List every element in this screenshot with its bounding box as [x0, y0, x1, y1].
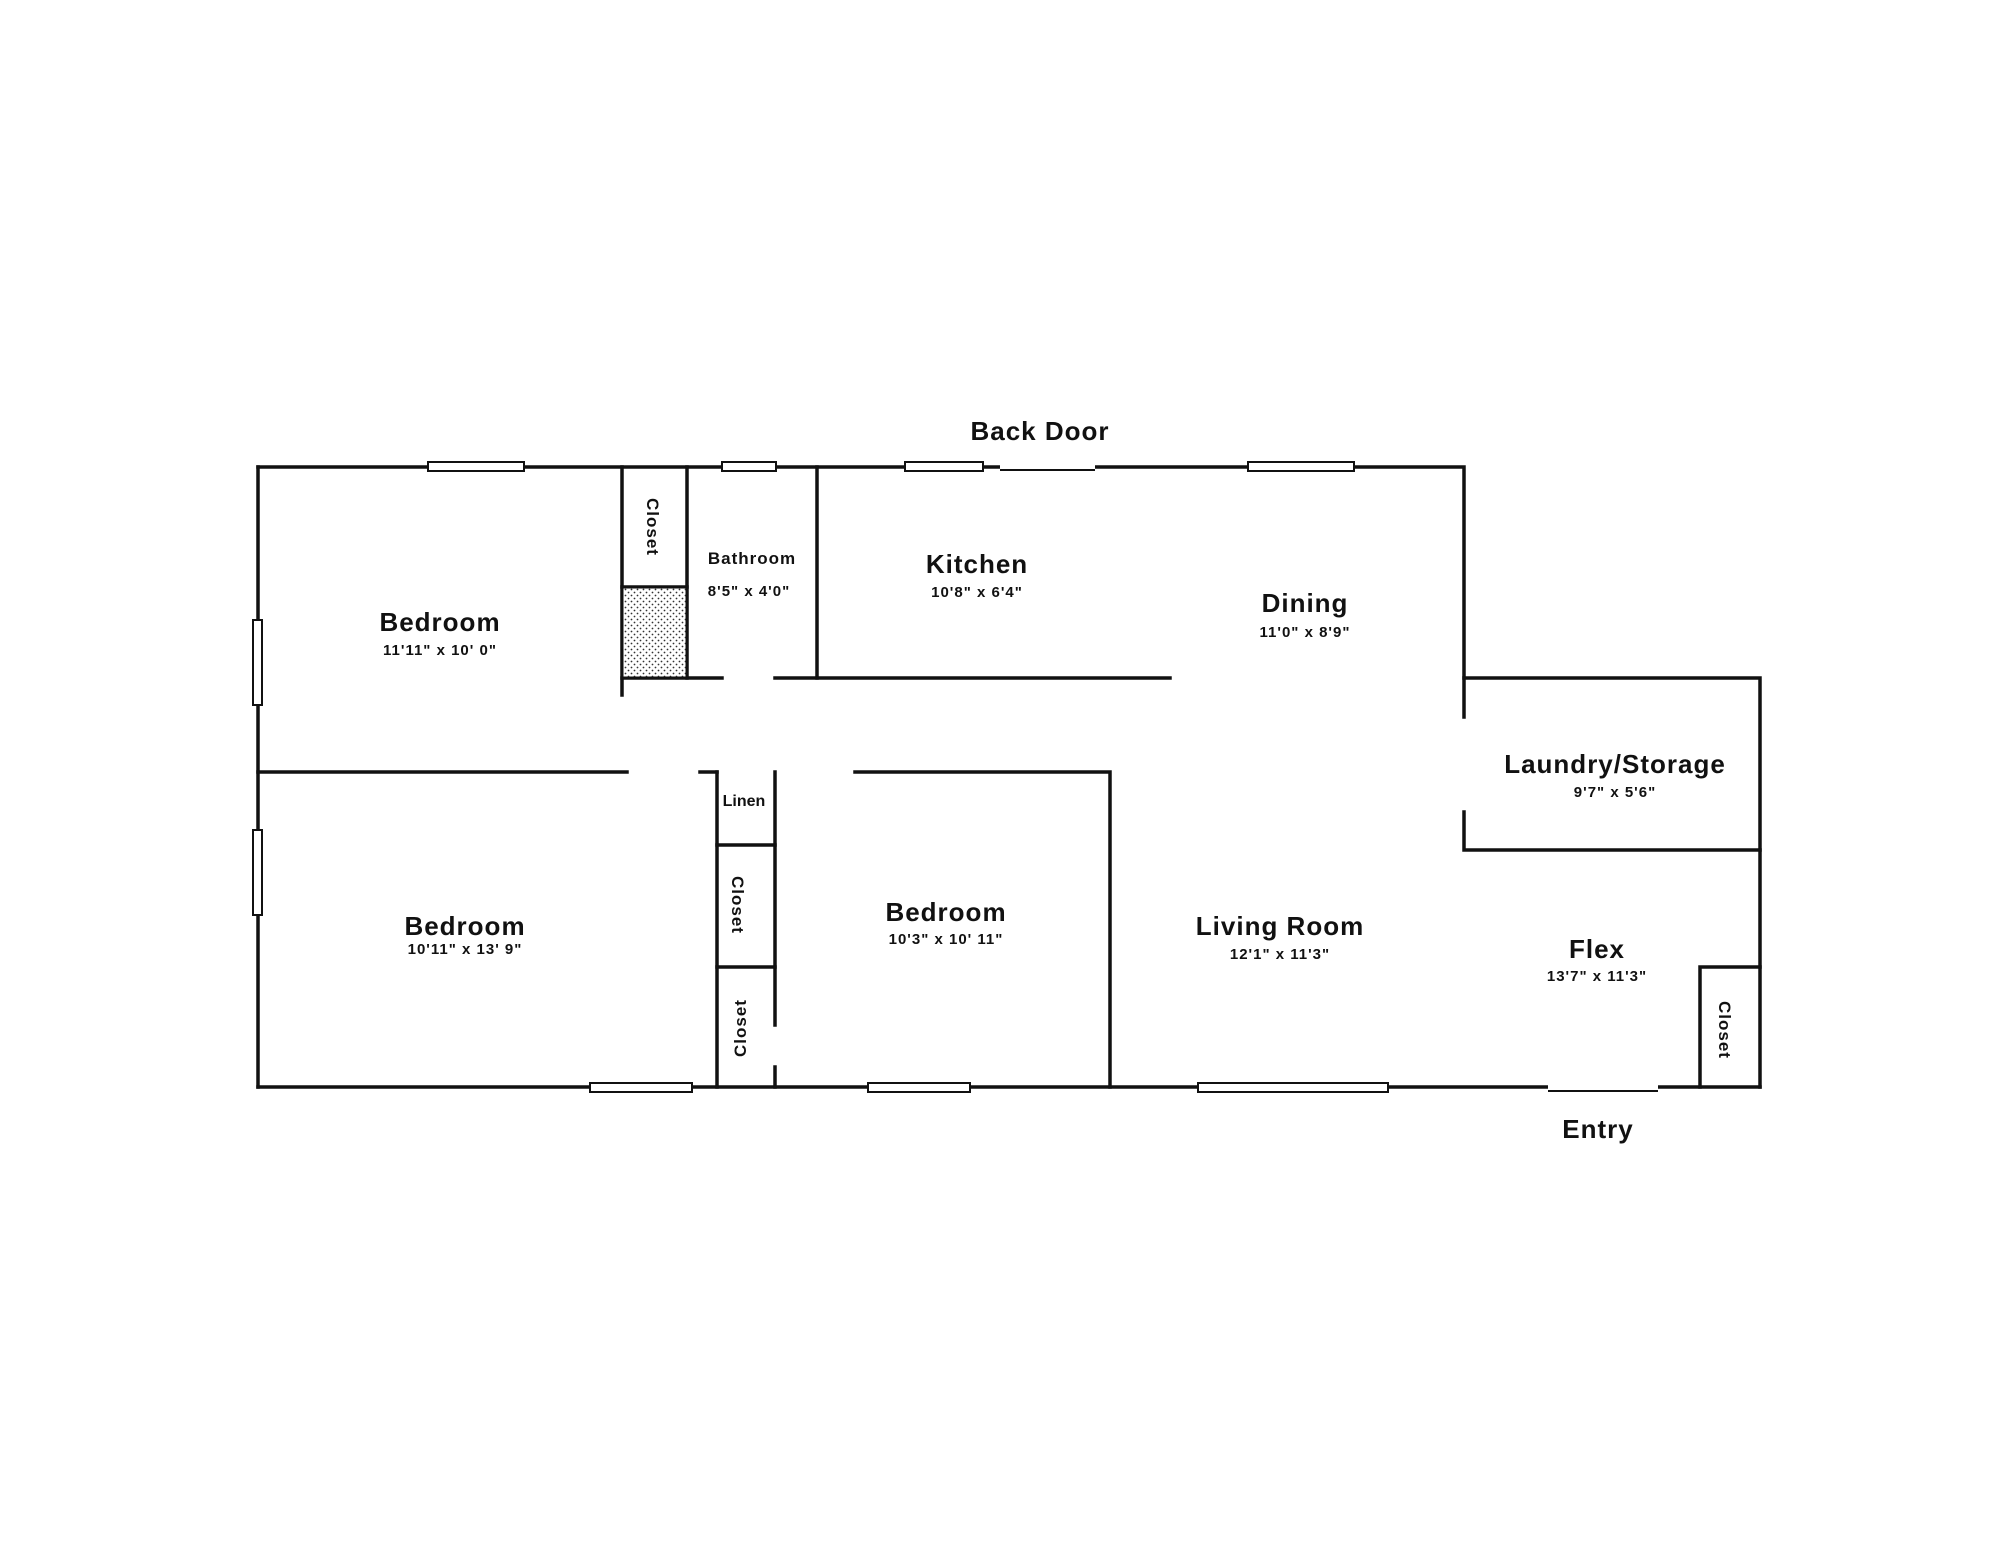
bedroom-2-name: Bedroom [404, 911, 525, 941]
window [252, 619, 263, 706]
interior-walls [256, 465, 1762, 1089]
window [1247, 461, 1355, 472]
living-room-name: Living Room [1196, 911, 1364, 941]
window [1197, 1082, 1389, 1093]
linen-label: Linen [723, 793, 766, 810]
dining-dims: 11'0" x 8'9" [1260, 624, 1351, 641]
closet-low-label: Closet [731, 999, 750, 1057]
closet-mid-label: Closet [728, 876, 747, 934]
bedroom-2-dims: 10'11" x 13' 9" [408, 941, 523, 958]
window [904, 461, 984, 472]
kitchen-dims: 10'8" x 6'4" [931, 584, 1023, 601]
back-door-opening [1000, 462, 1095, 472]
bedroom-1-name: Bedroom [379, 607, 500, 637]
dining-name: Dining [1262, 588, 1349, 618]
bedroom-3-dims: 10'3" x 10' 11" [889, 931, 1004, 948]
closet-flex-label: Closet [1715, 1001, 1734, 1059]
window [252, 829, 263, 916]
hatched-shaft [620, 585, 689, 680]
bedroom-3-name: Bedroom [885, 897, 1006, 927]
window [589, 1082, 693, 1093]
bathroom-dims: 8'5" x 4'0" [708, 583, 790, 600]
kitchen-name: Kitchen [926, 549, 1028, 579]
laundry-name: Laundry/Storage [1504, 749, 1726, 779]
window [427, 461, 525, 472]
doors [1000, 462, 1658, 1092]
bedroom-1-dims: 11'11" x 10' 0" [383, 642, 497, 659]
window [721, 461, 777, 472]
laundry-dims: 9'7" x 5'6" [1574, 784, 1656, 801]
exterior-walls [256, 465, 1762, 1089]
window [867, 1082, 971, 1093]
flex-name: Flex [1569, 934, 1625, 964]
entry-label: Entry [1562, 1114, 1633, 1144]
living-room-dims: 12'1" x 11'3" [1230, 946, 1330, 963]
bathroom-name: Bathroom [708, 549, 796, 568]
entry-door-opening [1548, 1082, 1658, 1092]
flex-dims: 13'7" x 11'3" [1547, 968, 1647, 985]
windows [252, 461, 1389, 1093]
back-door-label: Back Door [970, 416, 1109, 446]
closet-top-label: Closet [643, 498, 662, 556]
